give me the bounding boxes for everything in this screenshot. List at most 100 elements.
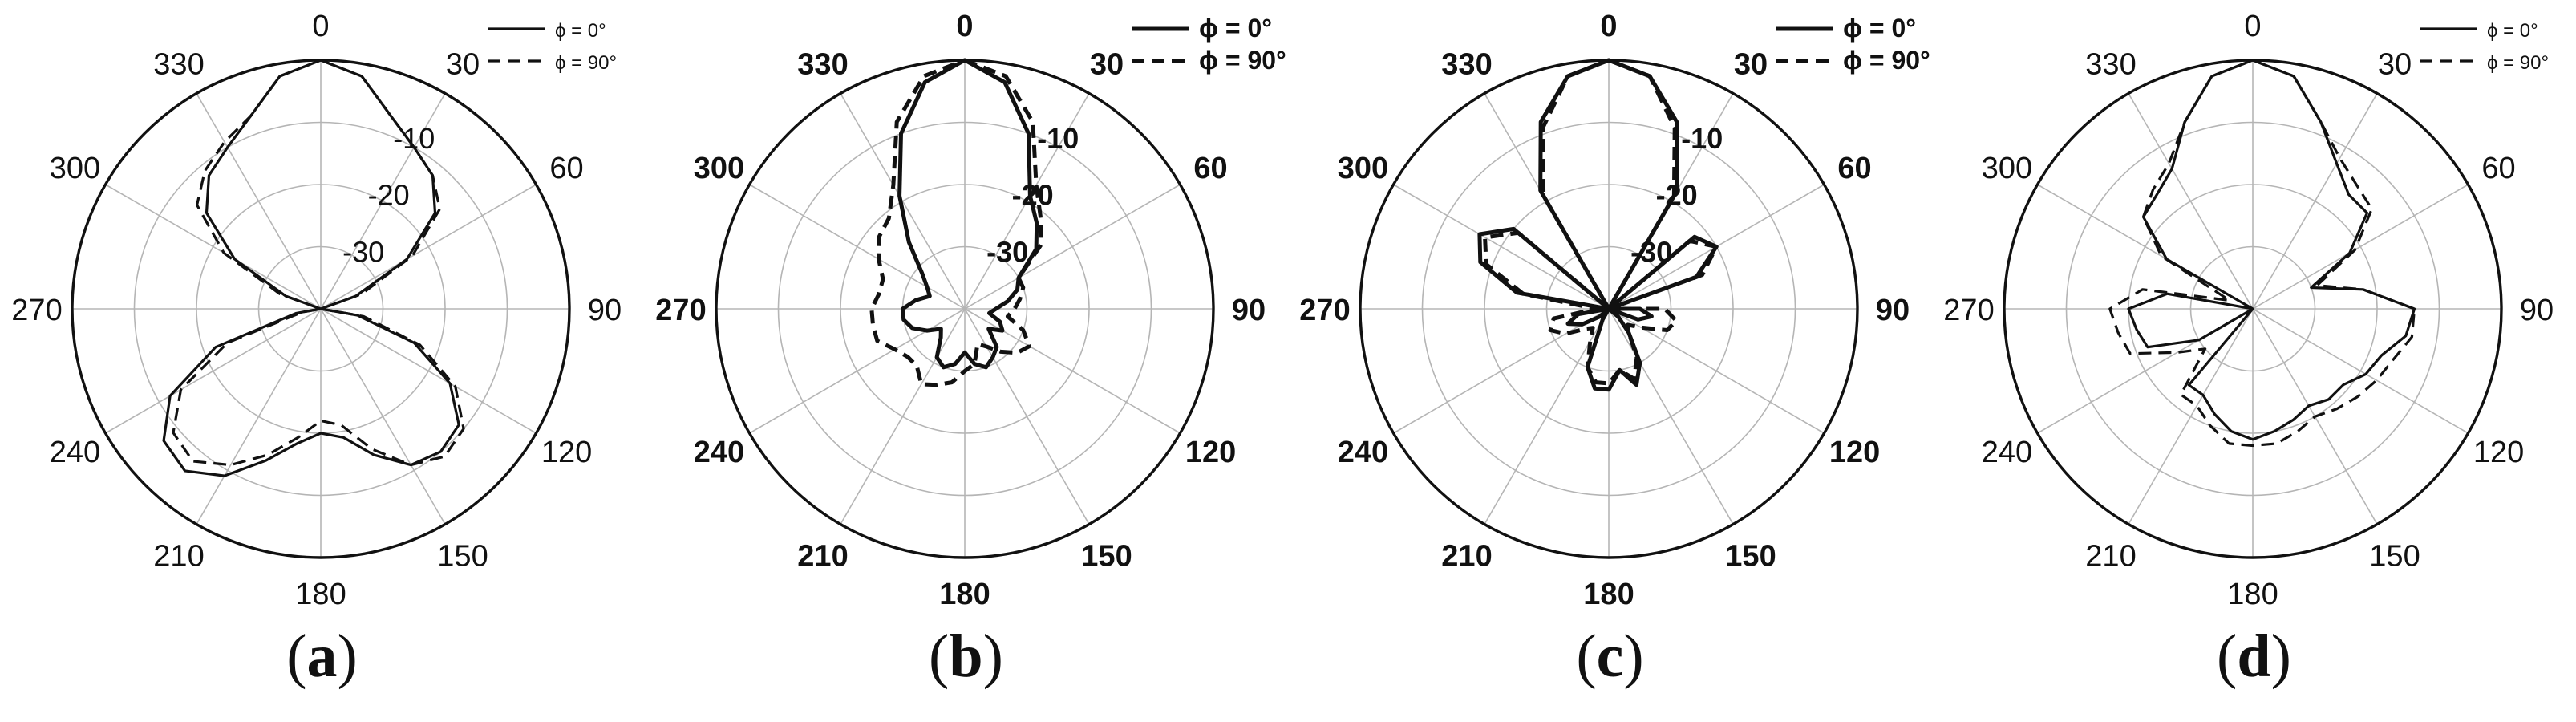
angle-label: 330 [153, 47, 204, 81]
grid-spoke [196, 308, 322, 525]
angle-label: 240 [1982, 436, 2032, 469]
angle-label: 150 [1725, 540, 1776, 574]
legend-label-solid: ϕ = 0° [1843, 14, 1916, 43]
angle-label: 300 [50, 152, 100, 185]
angle-label: 60 [1193, 152, 1227, 185]
grid-spoke [749, 184, 966, 310]
angle-label: 30 [446, 47, 480, 81]
grid-spoke [964, 184, 1181, 310]
polar-chart-c: 0306090120150180210240270300330-10-20-30… [1299, 10, 1930, 611]
legend: ϕ = 0°ϕ = 90° [1132, 14, 1286, 75]
legend: ϕ = 0° ϕ = 90° [2420, 20, 2549, 74]
angle-label: 90 [1232, 294, 1266, 327]
polar-chart-b: 0306090120150180210240270300330-10-20-30… [655, 10, 1286, 611]
angle-label: 60 [1837, 152, 1871, 185]
angle-label: 0 [1600, 10, 1617, 43]
grid-spoke [964, 308, 1181, 434]
angle-label: 30 [2378, 47, 2412, 81]
angle-label: 150 [1081, 540, 1132, 574]
series-line-phi-90 [172, 59, 465, 467]
polar-grid [2004, 60, 2501, 558]
caption-letter-c: c [1596, 623, 1624, 690]
legend: ϕ = 0° ϕ = 90° [488, 20, 617, 74]
angle-label: 300 [1338, 152, 1388, 185]
grid-spoke [1608, 308, 1825, 434]
grid-spoke [320, 308, 446, 525]
angle-label: 0 [956, 10, 973, 43]
caption-letter-b: b [949, 623, 983, 690]
angle-label: 90 [2520, 294, 2554, 327]
grid-spoke [749, 308, 966, 434]
angle-label: 150 [437, 540, 488, 574]
grid-spoke [2252, 93, 2378, 310]
grid-spoke [964, 93, 1090, 310]
angle-label: 60 [2481, 152, 2515, 185]
grid-spoke [840, 308, 966, 525]
series-line-phi-90 [1483, 58, 1719, 386]
grid-spoke [964, 308, 1090, 525]
angle-label: 330 [797, 47, 848, 81]
grid-spoke [105, 308, 322, 434]
radial-tick-label: -20 [368, 179, 410, 212]
angle-label: 240 [694, 436, 744, 469]
angle-label: 210 [153, 540, 204, 574]
legend: ϕ = 0° ϕ = 90° [1776, 14, 1930, 75]
grid-spoke [196, 93, 322, 310]
angle-label: 210 [797, 540, 848, 574]
legend-label-dashed: ϕ = 90° [555, 52, 617, 74]
grid-spoke [1484, 308, 1610, 525]
angle-label: 30 [1734, 47, 1768, 81]
grid-spoke [2128, 308, 2254, 525]
angle-label: 30 [1090, 47, 1124, 81]
radial-tick-label: -10 [393, 122, 435, 155]
angle-label: 0 [2244, 10, 2261, 43]
series-line-phi-0 [1477, 58, 1719, 392]
grid-spoke [1393, 308, 1610, 434]
polar-chart-a: 0306090120150180210240270300330-10-20-30… [11, 10, 622, 611]
series-line-phi-90 [2108, 59, 2416, 448]
caption-a: (a) [286, 623, 358, 690]
legend-label-dashed: ϕ = 90° [1843, 46, 1930, 75]
angle-label: 240 [1338, 436, 1388, 469]
angle-label: 0 [312, 10, 329, 43]
legend-label-solid: ϕ = 0° [555, 20, 606, 42]
angle-label: 120 [541, 436, 592, 469]
angle-label: 210 [1441, 540, 1492, 574]
caption-c: (c) [1576, 623, 1644, 690]
caption-d: (d) [2217, 623, 2291, 690]
grid-spoke [320, 184, 537, 310]
grid-spoke [1393, 184, 1610, 310]
polar-grid [716, 60, 1213, 558]
grid-spoke [2252, 308, 2469, 434]
angle-label: 210 [2085, 540, 2136, 574]
angle-label: 180 [1583, 578, 1634, 611]
legend-label-solid: ϕ = 0° [2487, 20, 2538, 42]
polar-grid [72, 60, 569, 558]
angle-label: 330 [2085, 47, 2136, 81]
angle-label: 120 [1829, 436, 1880, 469]
angle-label: 60 [549, 152, 583, 185]
radial-tick-label: -10 [1681, 122, 1723, 155]
angle-label: 300 [1982, 152, 2032, 185]
angle-label: 120 [1185, 436, 1236, 469]
grid-spoke [2128, 93, 2254, 310]
series-line-phi-0 [897, 58, 1039, 370]
angle-label: 180 [939, 578, 990, 611]
caption-b: (b) [929, 623, 1003, 690]
radial-tick-label: -10 [1037, 122, 1079, 155]
angle-label: 90 [1876, 294, 1910, 327]
angle-label: 90 [588, 294, 622, 327]
grid-spoke [1608, 308, 1734, 525]
legend-label-solid: ϕ = 0° [1199, 14, 1272, 43]
angle-label: 150 [2369, 540, 2420, 574]
legend-label-dashed: ϕ = 90° [2487, 52, 2549, 74]
angle-label: 240 [50, 436, 100, 469]
radial-tick-label: -30 [342, 236, 384, 269]
angle-label: 270 [11, 294, 62, 327]
angle-label: 270 [1299, 294, 1350, 327]
radial-tick-label: -30 [986, 236, 1028, 269]
grid-spoke [2252, 184, 2469, 310]
